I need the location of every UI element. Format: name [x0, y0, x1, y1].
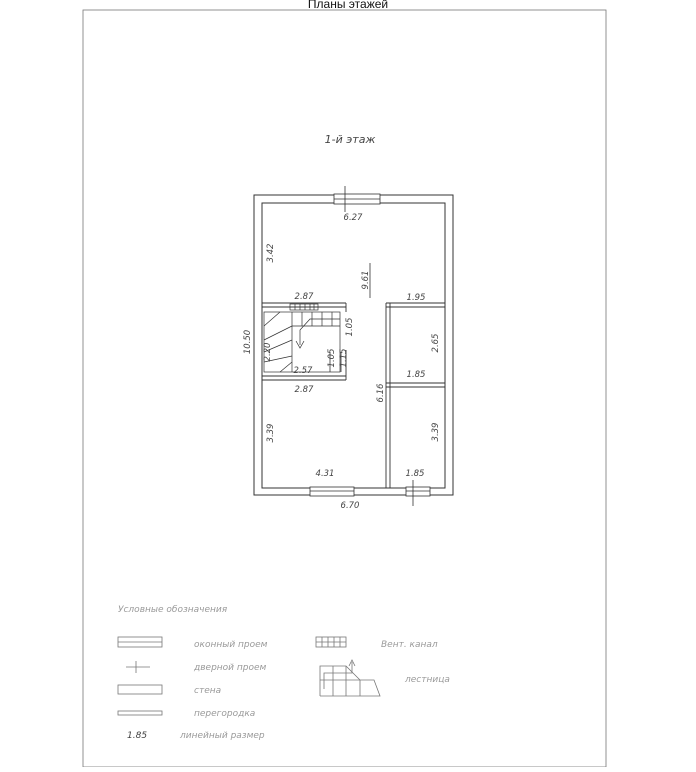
- legend-stairs-symbol: [319, 659, 381, 697]
- legend: Условные обозначения оконный проем дверн…: [117, 605, 450, 741]
- dim-stair-top-width: 2.87: [295, 292, 315, 302]
- legend-vent-symbol: [315, 636, 347, 648]
- legend-door-label: дверной проем: [193, 663, 267, 673]
- dim-partition-height: 6.16: [376, 383, 386, 403]
- dimension-labels: 6.27 6.70 10.50 3.42 3.39 9.61 2.87 2.87…: [243, 213, 441, 511]
- dim-stair-height: 2.20: [263, 343, 273, 362]
- dim-stair-inner-width: 2.57: [294, 366, 314, 376]
- page-title: Планы этажей: [307, 0, 389, 11]
- legend-wall-symbol: [117, 684, 163, 695]
- dim-stair-mid-a: 1.05: [327, 349, 337, 368]
- vent-channel: [289, 303, 319, 311]
- dim-room-upper-height: 2.65: [431, 334, 441, 353]
- dim-room-top-width: 1.95: [407, 293, 426, 303]
- legend-partition-label: перегородка: [194, 709, 255, 719]
- bottom-window: [309, 486, 355, 497]
- legend-stairs-label: лестница: [404, 675, 450, 685]
- dim-stair-mid-b: 1.15: [339, 349, 349, 368]
- top-window: [333, 186, 381, 212]
- dim-stair-right: 1.05: [345, 318, 355, 337]
- stair-walls: [262, 302, 347, 381]
- dim-room-lower-height: 3.39: [431, 423, 441, 442]
- dim-total-height: 10.50: [243, 330, 253, 354]
- legend-vent-label: Вент. канал: [381, 640, 438, 650]
- legend-linear-label: линейный размер: [179, 731, 265, 741]
- dim-bottom-right-width: 1.85: [406, 469, 425, 479]
- dim-left-lower: 3.39: [266, 424, 276, 443]
- dim-left-upper: 3.42: [266, 244, 276, 263]
- legend-window-symbol: [117, 636, 163, 648]
- dim-bottom-left-width: 4.31: [316, 469, 335, 479]
- legend-wall-label: стена: [194, 686, 221, 696]
- front-door: [405, 480, 431, 506]
- legend-title: Условные обозначения: [118, 605, 228, 615]
- dim-top-width: 6.27: [344, 213, 364, 223]
- dim-bottom-width: 6.70: [341, 501, 360, 511]
- dim-stair-bottom-width: 2.87: [295, 385, 315, 395]
- outer-walls: [253, 194, 454, 496]
- dimension-ticks: [329, 263, 371, 372]
- legend-window-label: оконный проем: [194, 640, 268, 650]
- legend-linear-value: 1.85: [127, 731, 147, 741]
- sheet-border: [82, 9, 607, 768]
- floor-label: 1-й этаж: [325, 133, 376, 146]
- dim-center-vertical: 9.61: [361, 271, 371, 290]
- dim-room-mid-width: 1.85: [407, 370, 426, 380]
- legend-partition-symbol: [117, 710, 163, 716]
- interior-partitions: [385, 302, 445, 488]
- legend-door-symbol: [126, 661, 150, 673]
- staircase: [263, 311, 341, 373]
